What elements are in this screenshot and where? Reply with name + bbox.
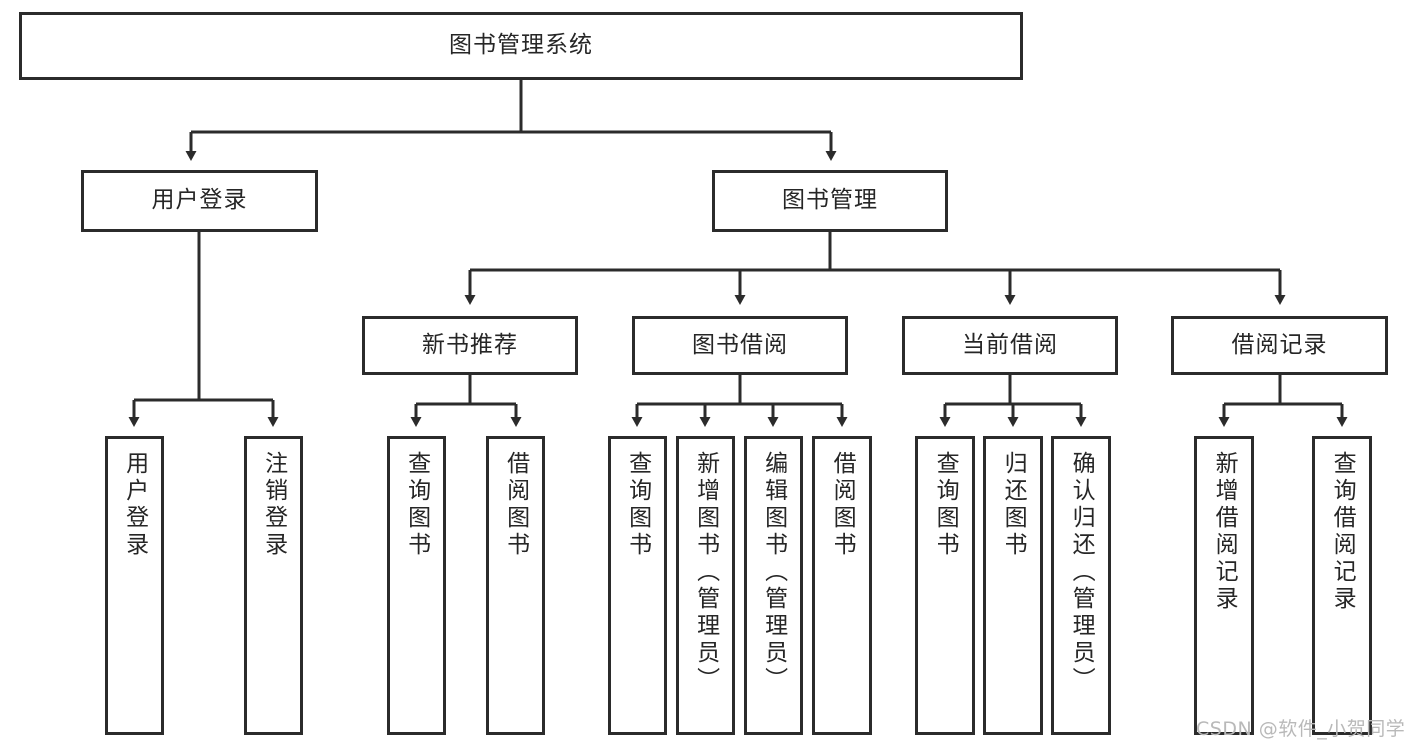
leaf-label: 用户登录 — [121, 451, 148, 559]
node-leaf-confirm-return-admin[interactable]: 确认归还（管理员） — [1051, 436, 1111, 735]
leaf-label: 新增借阅记录 — [1211, 451, 1238, 613]
leaf-label: 借阅图书 — [829, 451, 856, 559]
node-leaf-borrow-book-2[interactable]: 借阅图书 — [812, 436, 872, 735]
node-leaf-add-borrow-record[interactable]: 新增借阅记录 — [1194, 436, 1254, 735]
node-leaf-query-book-1[interactable]: 查询图书 — [387, 436, 446, 735]
leaf-label: 编辑图书（管理员） — [760, 451, 787, 694]
leaf-label: 归还图书 — [1000, 451, 1027, 559]
csdn-watermark: CSDN @软件_小贺同学 — [1196, 718, 1405, 740]
node-leaf-add-book-admin[interactable]: 新增图书（管理员） — [676, 436, 735, 735]
node-leaf-borrow-book-1[interactable]: 借阅图书 — [486, 436, 545, 735]
node-book-borrow[interactable]: 图书借阅 — [632, 316, 848, 375]
node-book-management[interactable]: 图书管理 — [712, 170, 948, 232]
leaf-label: 确认归还（管理员） — [1068, 451, 1095, 694]
leaf-label: 新增图书（管理员） — [692, 451, 719, 694]
node-leaf-user-login[interactable]: 用户登录 — [105, 436, 164, 735]
leaf-label: 借阅图书 — [502, 451, 529, 559]
node-new-book-recommend[interactable]: 新书推荐 — [362, 316, 578, 375]
leaf-label: 查询借阅记录 — [1329, 451, 1356, 613]
node-current-borrow[interactable]: 当前借阅 — [902, 316, 1118, 375]
node-leaf-logout-login[interactable]: 注销登录 — [244, 436, 303, 735]
node-borrow-record[interactable]: 借阅记录 — [1171, 316, 1388, 375]
node-leaf-edit-book-admin[interactable]: 编辑图书（管理员） — [744, 436, 803, 735]
node-leaf-query-borrow-record[interactable]: 查询借阅记录 — [1312, 436, 1372, 735]
leaf-label: 查询图书 — [403, 451, 430, 559]
node-book-management-system[interactable]: 图书管理系统 — [19, 12, 1023, 80]
node-leaf-query-book-2[interactable]: 查询图书 — [608, 436, 667, 735]
node-user-login[interactable]: 用户登录 — [81, 170, 318, 232]
node-leaf-query-book-3[interactable]: 查询图书 — [915, 436, 975, 735]
node-leaf-return-book[interactable]: 归还图书 — [983, 436, 1043, 735]
leaf-label: 注销登录 — [260, 451, 287, 559]
leaf-label: 查询图书 — [624, 451, 651, 559]
leaf-label: 查询图书 — [932, 451, 959, 559]
